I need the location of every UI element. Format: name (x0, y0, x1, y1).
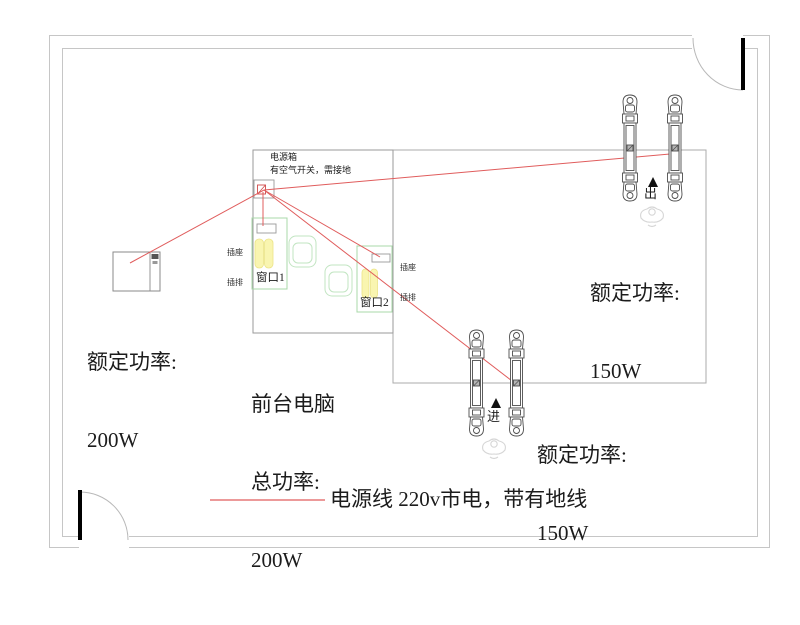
entry-direction-label: 进 (487, 409, 501, 424)
door-leaf (78, 490, 82, 540)
power-box-note: 有空气开关，需接地 (270, 165, 352, 175)
room-wall-inner (62, 48, 758, 537)
power-box-label: 电源箱 (270, 152, 298, 162)
up-arrow-icon (491, 398, 501, 408)
window2-label: 窗口2 (360, 297, 389, 309)
socket-note-left: 插座 插排 (227, 248, 243, 287)
front-desk-label: 前台电脑 总功率: 200W (251, 392, 335, 572)
window1-label: 窗口1 (256, 272, 285, 284)
person-icon (640, 206, 664, 228)
room-wall-outer (49, 35, 770, 548)
up-arrow-icon (648, 177, 658, 187)
entry-gate-power-label: 额定功率: 150W (537, 443, 627, 545)
exit-direction-label: 出 (644, 186, 658, 201)
exit-gate-power-label: 额定功率: 150W (590, 281, 680, 383)
socket-icon (371, 253, 391, 263)
left-device-power-label: 额定功率: 200W (87, 350, 177, 452)
door-top-right (692, 37, 745, 91)
window2-box (356, 245, 393, 313)
door-opening-top (692, 29, 743, 54)
socket-icon (256, 223, 277, 234)
door-leaf (741, 38, 745, 90)
chair-icon (288, 235, 353, 297)
left-device-icon (112, 251, 161, 292)
socket-note-right: 插座 插排 (400, 263, 416, 302)
reception-area (252, 149, 394, 334)
door-bottom-left (78, 490, 129, 541)
legend-text: 电源线 220v市电，带有地线 (330, 487, 588, 511)
window1-box (251, 217, 288, 290)
door-opening-bottom (79, 530, 129, 555)
person-icon (482, 438, 506, 460)
